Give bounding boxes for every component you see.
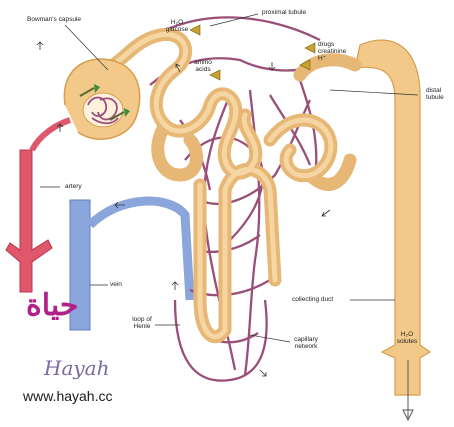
watermark-latin-logo: Hayah (44, 356, 109, 380)
label-h2o-solutes-line2: solutes (392, 339, 422, 346)
vein (70, 200, 190, 330)
label-distal-tubule-line2: tubule (426, 95, 444, 102)
label-amino-acids: amino acids (188, 60, 218, 74)
label-distal-tubule: distal tubule (426, 88, 444, 102)
artery (6, 120, 70, 292)
label-h2o-glucose-line2: glucose (158, 27, 196, 34)
label-drugs-line3: H⁺ (318, 56, 346, 63)
label-vein: vein (110, 282, 122, 289)
label-loop-of-henle: loop of Henle (128, 317, 156, 331)
label-amino-acids-line2: acids (188, 67, 218, 74)
label-h2o-glucose: H₂O glucose (158, 20, 196, 34)
label-h2o-solutes: H₂O solutes (392, 332, 422, 346)
label-artery: artery (65, 184, 82, 191)
label-collecting-duct: collecting duct (292, 297, 333, 304)
watermark-url: www.hayah.cc (23, 388, 112, 404)
label-loop-line2: Henle (128, 324, 156, 331)
label-capillary-network: capillary network (288, 337, 324, 351)
watermark-arabic-logo: حياة (26, 288, 78, 323)
label-capillary-line2: network (288, 344, 324, 351)
label-proximal-tubule: proximal tubule (262, 10, 306, 17)
label-drugs-creatinine: drugs creatinine H⁺ (318, 42, 346, 62)
nephron-tubule (105, 34, 355, 336)
label-bowmans-capsule: Bowman's capsule (27, 17, 81, 24)
collecting-duct (355, 40, 430, 420)
bowmans-capsule (64, 59, 139, 139)
